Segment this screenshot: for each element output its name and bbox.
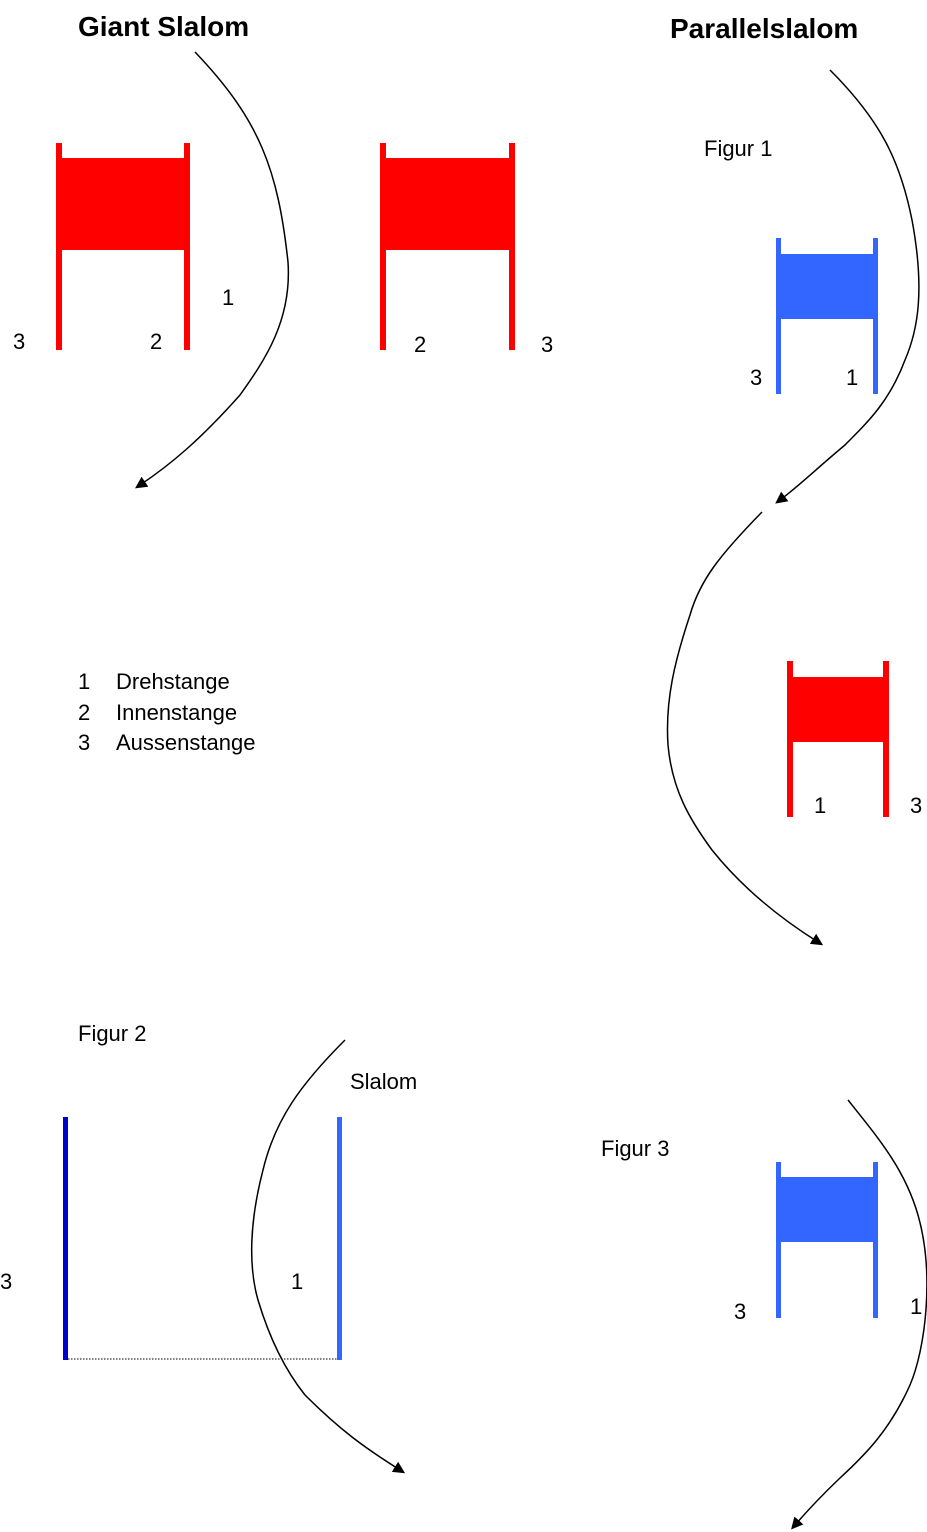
gs-path-arrow bbox=[135, 51, 290, 489]
legend: 1 Drehstange 2 Innenstange 3 Aussenstang… bbox=[78, 669, 255, 755]
gs-red-gate-1 bbox=[56, 143, 190, 350]
fig2-outer-pole bbox=[63, 1117, 68, 1360]
gs-gate1-inner-number: 2 bbox=[150, 329, 162, 354]
figur-2-label: Figur 2 bbox=[78, 1021, 146, 1046]
fig1-blue-gate bbox=[776, 238, 878, 394]
fig1-red-gate bbox=[787, 661, 889, 817]
fig1-red-outer-number: 3 bbox=[910, 793, 922, 818]
gs-turn-number: 1 bbox=[222, 285, 234, 310]
figur-3-label: Figur 3 bbox=[601, 1136, 669, 1161]
fig2-path-arrow bbox=[250, 1039, 406, 1474]
gs-gate2-panel bbox=[380, 158, 515, 250]
legend-num-3: 3 bbox=[78, 730, 90, 755]
fig1-lower-path-arrow bbox=[666, 511, 824, 946]
fig1-blue-panel bbox=[776, 254, 878, 319]
gs-gate2-outer-number: 3 bbox=[541, 332, 553, 357]
fig3-turn-number: 1 bbox=[910, 1294, 922, 1319]
gs-gate1-panel bbox=[56, 158, 190, 250]
legend-num-1: 1 bbox=[78, 669, 90, 694]
fig3-path-arrow bbox=[791, 1099, 927, 1530]
fig2-turn-pole bbox=[337, 1117, 342, 1360]
gs-red-gate-2 bbox=[380, 143, 515, 350]
fig1-red-turn-number: 1 bbox=[814, 793, 826, 818]
fig3-blue-gate bbox=[776, 1162, 878, 1318]
fig1-red-panel bbox=[787, 677, 889, 742]
legend-text-2: Innenstange bbox=[116, 700, 237, 725]
fig2-turn-number: 1 bbox=[291, 1269, 303, 1294]
fig1-gate-outer-number: 3 bbox=[750, 365, 762, 390]
slalom-label: Slalom bbox=[350, 1069, 417, 1094]
fig3-blue-panel bbox=[776, 1177, 878, 1242]
giant-slalom-title: Giant Slalom bbox=[78, 11, 249, 42]
legend-num-2: 2 bbox=[78, 700, 90, 725]
fig3-outer-number: 3 bbox=[734, 1299, 746, 1324]
parallel-slalom-title: Parallelslalom bbox=[670, 13, 858, 44]
fig1-gate-turn-number: 1 bbox=[846, 365, 858, 390]
fig1-upper-path-arrow bbox=[775, 69, 920, 504]
legend-text-1: Drehstange bbox=[116, 669, 230, 694]
figur-1-label: Figur 1 bbox=[704, 136, 772, 161]
gs-gate1-outer-number: 3 bbox=[13, 329, 25, 354]
legend-text-3: Aussenstange bbox=[116, 730, 255, 755]
fig2-outer-number: 3 bbox=[0, 1269, 12, 1294]
gs-gate2-inner-number: 2 bbox=[414, 332, 426, 357]
